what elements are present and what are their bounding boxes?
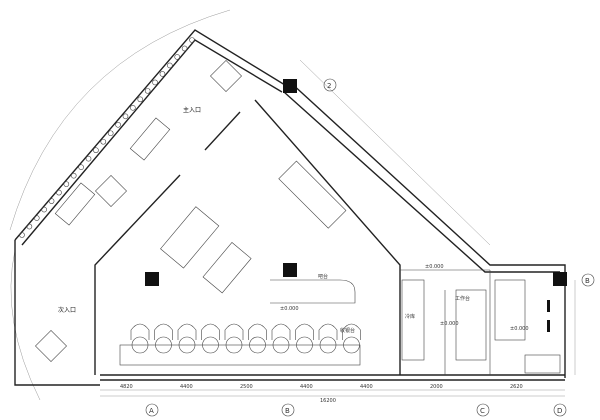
bar-stool: [178, 336, 196, 354]
planter: [115, 121, 121, 128]
planter: [181, 45, 188, 52]
dimension-label: 4400: [180, 384, 193, 390]
planter: [33, 215, 40, 221]
planter: [122, 113, 129, 120]
grid-axis-a: A: [149, 407, 154, 415]
chair-back: [318, 323, 338, 340]
grid-axis-d: D: [557, 407, 562, 415]
planter: [130, 105, 136, 111]
planter: [167, 62, 173, 69]
grid-axis-2: 2: [327, 82, 331, 90]
room-label: 收银台: [340, 327, 355, 334]
grid-axis-right: B: [585, 277, 590, 285]
chair-back: [130, 323, 150, 340]
dimension-label: 16200: [320, 398, 336, 404]
chair-back: [177, 323, 197, 340]
site-boundary-arc: [9, 9, 231, 231]
bar-stools: [130, 323, 361, 354]
room-label: 冷库: [405, 313, 415, 320]
chair-back: [342, 323, 361, 340]
chair-back: [224, 323, 244, 340]
planter: [56, 189, 62, 196]
planter: [159, 71, 166, 77]
planter: [174, 54, 181, 60]
planter: [70, 172, 77, 179]
planter-strip: [19, 37, 195, 238]
grid-axis-c: C: [480, 407, 485, 415]
site-boundary-arc-2: [10, 249, 41, 401]
bar-stool: [319, 336, 337, 354]
grid-axis-b: B: [285, 407, 290, 415]
dimension-label: 2620: [510, 384, 523, 390]
bar-stool: [272, 336, 290, 354]
room-label: 吧台: [318, 273, 328, 280]
dimension-label: 2500: [240, 384, 253, 390]
side-entrance-label: 次入口: [58, 306, 76, 314]
planter: [85, 155, 92, 162]
floor-level-label: ±0.000: [510, 326, 529, 332]
planter: [93, 147, 99, 154]
planter: [19, 232, 25, 238]
dimension-label: 4820: [120, 384, 133, 390]
tables: [35, 60, 347, 362]
planter: [137, 96, 144, 103]
floor-level-label: ±0.000: [280, 306, 299, 312]
bar-stool: [155, 336, 172, 354]
floor-level-label: ±0.000: [425, 264, 444, 270]
bar-counter: [119, 279, 361, 366]
chair-back: [154, 323, 173, 340]
planter: [100, 138, 107, 145]
planter: [63, 181, 70, 187]
main-entrance-label: 主入口: [183, 106, 201, 114]
chair-back: [248, 323, 267, 340]
chair-back: [201, 323, 220, 340]
bar-stool: [131, 336, 149, 354]
outer-walls: [14, 29, 566, 386]
bar-stool: [343, 336, 360, 354]
floor-level-label: ±0.000: [440, 321, 459, 327]
dimension-label: 2000: [430, 384, 443, 390]
planter: [78, 164, 84, 170]
bar-stool: [249, 336, 266, 354]
room-label: 工作台: [455, 295, 470, 302]
chair-back: [295, 323, 314, 340]
planter: [26, 223, 33, 230]
inner-walls: [94, 99, 491, 375]
bar-stool: [296, 336, 313, 354]
dimension-label: 4400: [360, 384, 373, 390]
planter: [107, 130, 114, 137]
bar-stool: [225, 336, 243, 354]
kitchen-fixtures: [401, 279, 561, 374]
planter: [189, 37, 195, 43]
planter: [41, 206, 47, 213]
bar-stool: [202, 336, 219, 354]
columns: [145, 79, 567, 286]
dimension-label: 4400: [300, 384, 313, 390]
chair-back: [271, 323, 291, 340]
planter: [48, 198, 55, 204]
planter: [144, 88, 151, 94]
planter: [152, 79, 158, 86]
